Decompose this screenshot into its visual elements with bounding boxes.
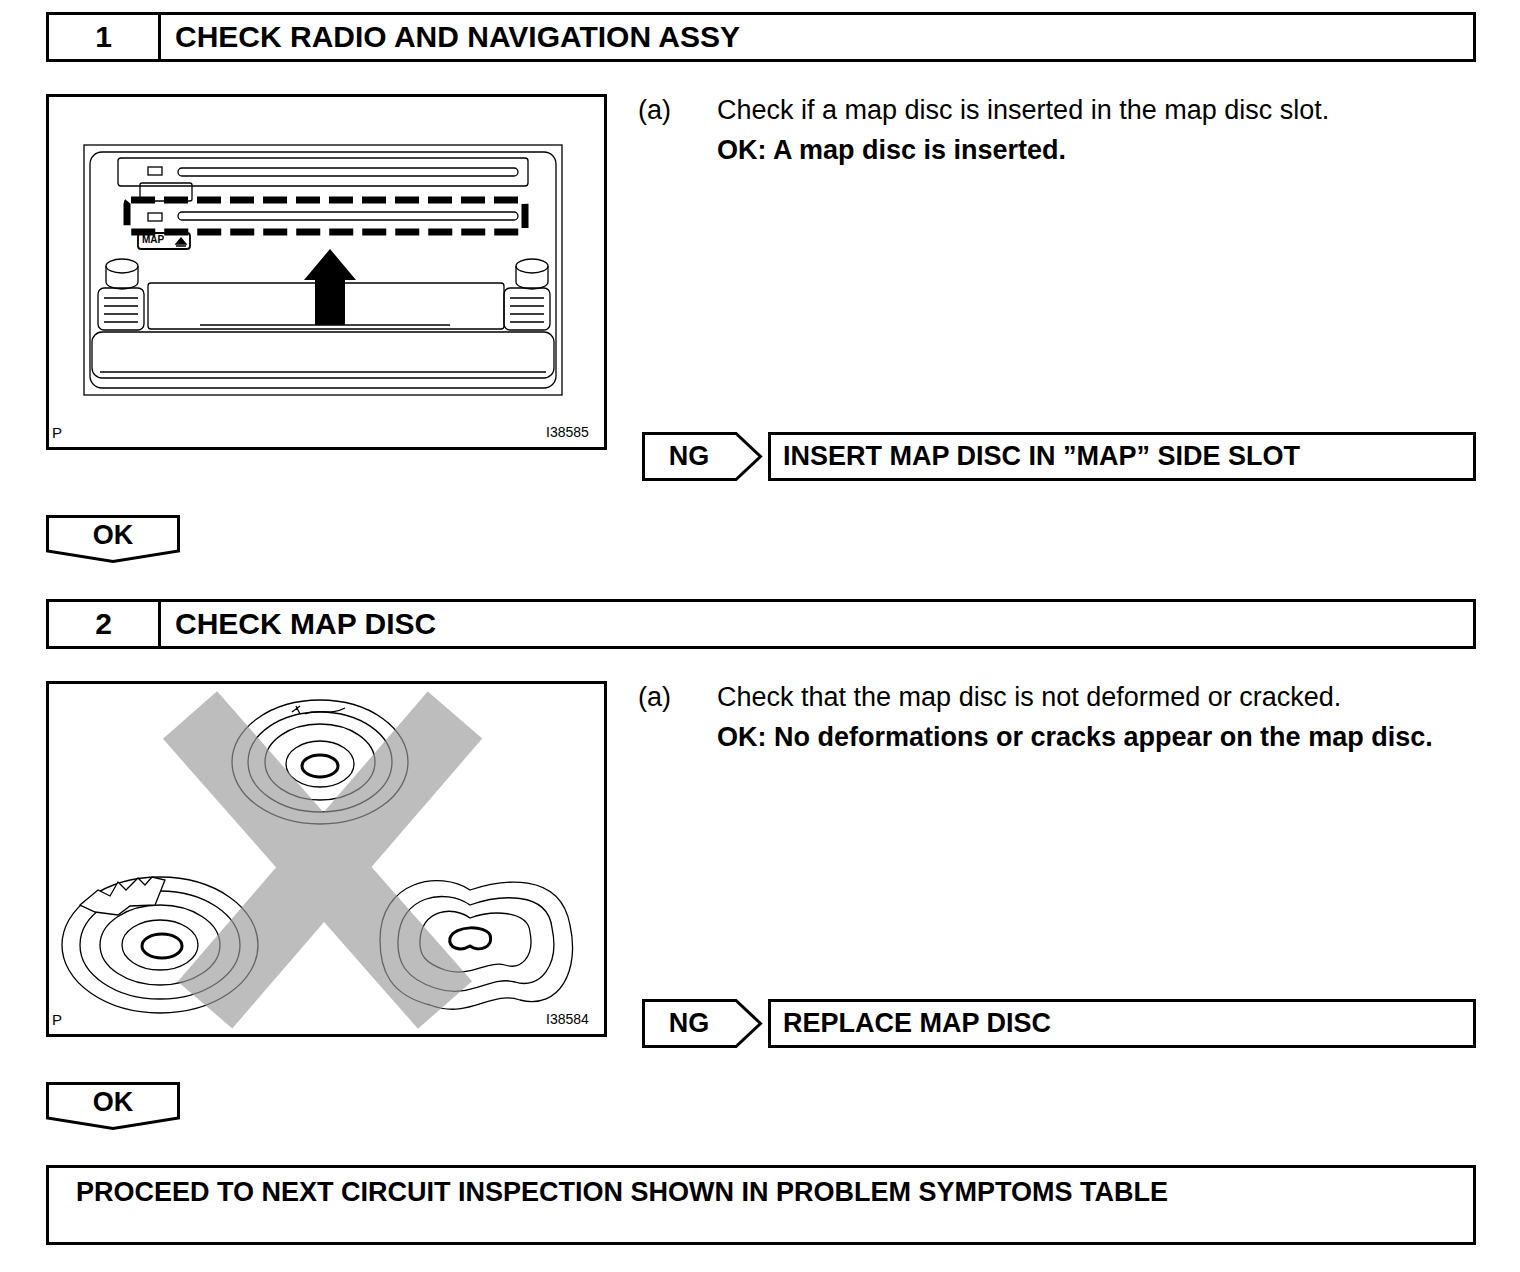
figure-code: P xyxy=(52,425,62,442)
ok-criterion: OK: No deformations or cracks appear on … xyxy=(717,717,1477,757)
illustration-frame xyxy=(48,683,606,1036)
highlight-dashed-frame xyxy=(127,200,525,232)
step-title: CHECK RADIO AND NAVIGATION ASSY xyxy=(161,15,750,59)
ok-criterion: OK: A map disc is inserted. xyxy=(717,130,1477,170)
radio-unit xyxy=(84,145,562,395)
ok-tag: OK xyxy=(46,515,180,563)
item-letter: (a) xyxy=(638,677,671,717)
figure-code: I38585 xyxy=(546,425,589,440)
item-letter: (a) xyxy=(638,90,671,130)
tag-text: NG xyxy=(642,440,736,472)
ng-tag: NG xyxy=(642,999,762,1048)
ok-tag: OK xyxy=(46,1082,180,1130)
instruction-text: Check if a map disc is inserted in the m… xyxy=(717,90,1477,130)
tag-text: PROCEED TO NEXT CIRCUIT INSPECTION SHOWN… xyxy=(49,1168,1188,1216)
illustration-frame xyxy=(48,96,606,449)
figure-code: P xyxy=(52,1012,62,1029)
tag-text: OK xyxy=(46,519,180,559)
ng-tag: NG xyxy=(642,432,762,481)
step-number: 1 xyxy=(49,15,161,59)
step-number: 2 xyxy=(49,602,161,646)
button-label: MAP xyxy=(142,234,164,245)
tag-text: INSERT MAP DISC IN ”MAP” SIDE SLOT xyxy=(771,436,1312,476)
prohibition-cross xyxy=(190,715,455,1005)
tag-text: REPLACE MAP DISC xyxy=(771,1003,1063,1043)
step-header: 1CHECK RADIO AND NAVIGATION ASSY xyxy=(46,12,1476,62)
tag-text: OK xyxy=(46,1086,180,1126)
pointer-arrow xyxy=(304,249,356,325)
action-box: REPLACE MAP DISC xyxy=(768,999,1476,1048)
tag-text: NG xyxy=(642,1007,736,1039)
instruction-text: Check that the map disc is not deformed … xyxy=(717,677,1477,717)
action-box: INSERT MAP DISC IN ”MAP” SIDE SLOT xyxy=(768,432,1476,481)
result-box: PROCEED TO NEXT CIRCUIT INSPECTION SHOWN… xyxy=(46,1165,1476,1245)
step-title: CHECK MAP DISC xyxy=(161,602,446,646)
figure-code: I38584 xyxy=(546,1012,589,1027)
step-header: 2CHECK MAP DISC xyxy=(46,599,1476,649)
